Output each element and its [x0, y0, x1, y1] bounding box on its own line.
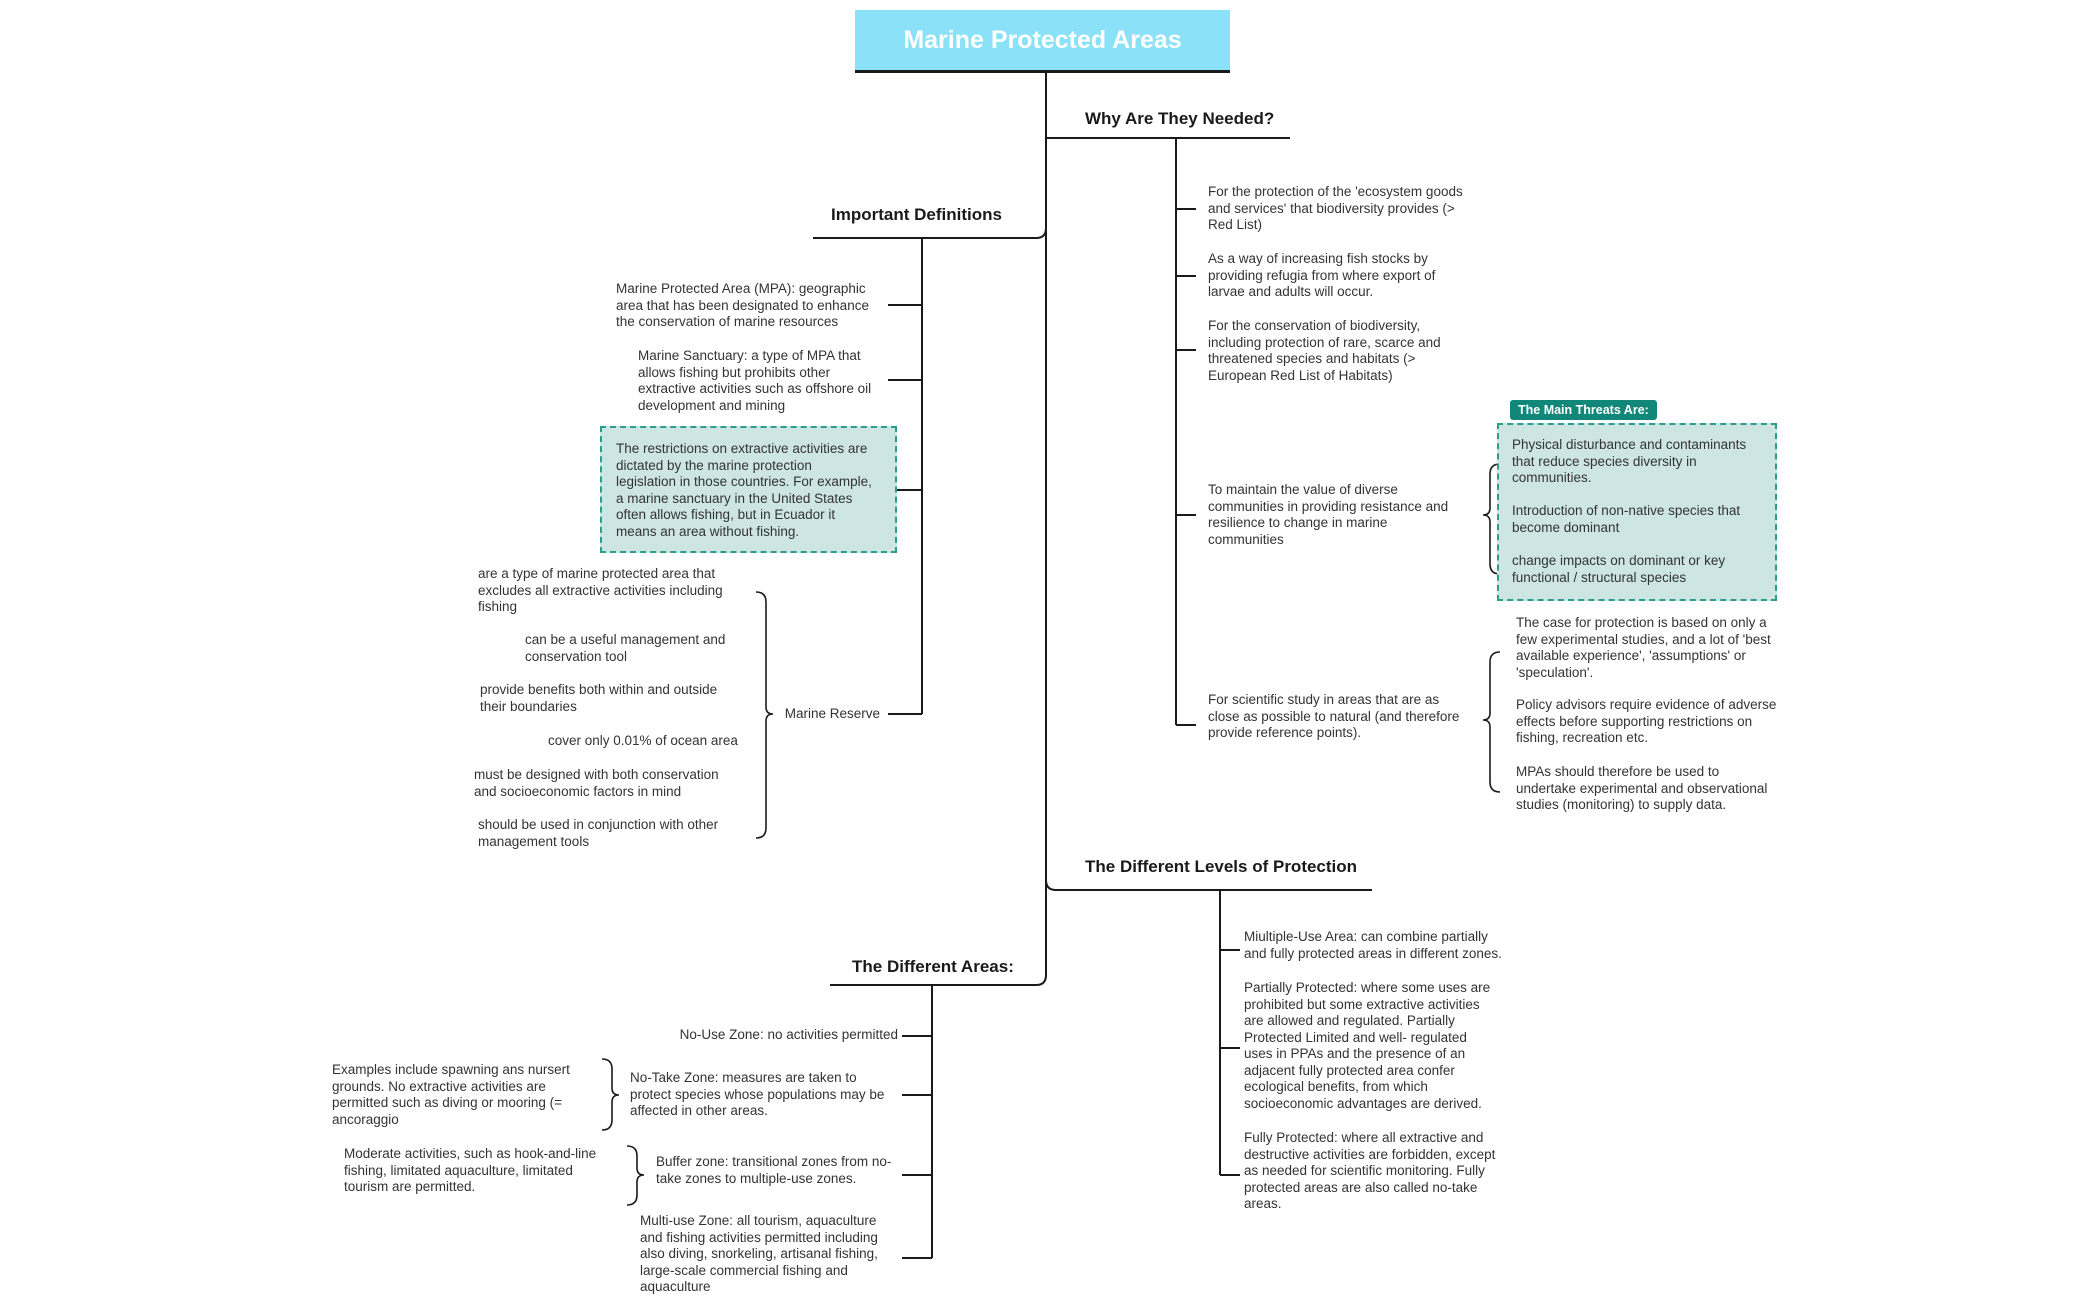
science-note[interactable]: Policy advisors require evidence of adve… [1516, 697, 1777, 745]
level-fully-protected[interactable]: Fully Protected: where all extractive an… [1244, 1130, 1496, 1211]
def-mpa[interactable]: Marine Protected Area (MPA): geographic … [616, 281, 869, 329]
threat-item[interactable]: change impacts on dominant or key functi… [1512, 553, 1726, 585]
marine-reserve-label[interactable]: Marine Reserve [784, 706, 880, 721]
map-title[interactable]: Marine Protected Areas [855, 10, 1230, 73]
science-brace [1482, 651, 1501, 793]
threats-callout [1497, 423, 1777, 601]
def-marine-sanctuary[interactable]: Marine Sanctuary: a type of MPA that all… [638, 348, 872, 413]
reserve-item[interactable]: can be a useful management and conservat… [525, 632, 726, 664]
main-trunk-line [1035, 70, 1047, 986]
section-why-needed[interactable]: Why Are They Needed? [1085, 109, 1275, 128]
area-buffer[interactable]: Buffer zone: transitional zones from no-… [656, 1154, 892, 1186]
reserve-item[interactable]: cover only 0.01% of ocean area [548, 733, 738, 748]
science-note[interactable]: The case for protection is based on only… [1516, 615, 1771, 680]
levels-underline [1045, 879, 1372, 891]
reserve-item[interactable]: must be designed with both conservation … [474, 767, 719, 799]
why-item-fish-stocks[interactable]: As a way of increasing fish stocks by pr… [1208, 251, 1436, 299]
defs-underline [813, 227, 1047, 239]
areas-ticks [902, 1035, 932, 1259]
section-levels-protection[interactable]: The Different Levels of Protection [1085, 857, 1358, 876]
level-partially-protected[interactable]: Partially Protected: where some uses are… [1244, 980, 1491, 1111]
why-item-ecosystem[interactable]: For the protection of the 'ecosystem goo… [1208, 184, 1463, 232]
why-item-scientific-study[interactable]: For scientific study in areas that are a… [1208, 692, 1460, 740]
area-no-use[interactable]: No-Use Zone: no activities permitted [679, 1027, 898, 1042]
why-item-communities[interactable]: To maintain the value of diverse communi… [1208, 482, 1449, 547]
no-take-brace [601, 1058, 620, 1131]
reserve-item[interactable]: provide benefits both within and outside… [480, 682, 718, 714]
reserve-item[interactable]: should be used in conjunction with other… [478, 817, 719, 849]
buffer-brace [626, 1145, 645, 1206]
threat-item[interactable]: Physical disturbance and contaminants th… [1512, 437, 1747, 485]
section-different-areas[interactable]: The Different Areas: [852, 957, 1014, 976]
level-multiple-use[interactable]: Miultiple-Use Area: can combine partiall… [1244, 929, 1502, 961]
reserve-brace [755, 591, 774, 839]
defs-ticks [888, 304, 922, 715]
area-multi-use[interactable]: Multi-use Zone: all tourism, aquaculture… [640, 1213, 878, 1294]
why-item-biodiversity[interactable]: For the conservation of biodiversity, in… [1208, 318, 1441, 383]
threat-item[interactable]: Introduction of non-native species that … [1512, 503, 1741, 535]
levels-ticks [1220, 949, 1240, 1176]
reserve-item[interactable]: are a type of marine protected area that… [478, 566, 723, 614]
sanctuary-note[interactable]: The restrictions on extractive activitie… [616, 441, 872, 539]
why-ticks [1176, 208, 1196, 726]
science-note[interactable]: MPAs should therefore be used to underta… [1516, 764, 1768, 812]
threats-brace [1482, 463, 1501, 575]
area-buffer-note[interactable]: Moderate activities, such as hook-and-li… [344, 1146, 597, 1194]
area-no-take-note[interactable]: Examples include spawning ans nursert gr… [332, 1062, 570, 1127]
threats-tag[interactable]: The Main Threats Are: [1510, 400, 1657, 420]
area-no-take[interactable]: No-Take Zone: measures are taken to prot… [630, 1070, 885, 1118]
section-important-definitions[interactable]: Important Definitions [831, 205, 1002, 224]
sanctuary-note-callout [600, 426, 897, 553]
